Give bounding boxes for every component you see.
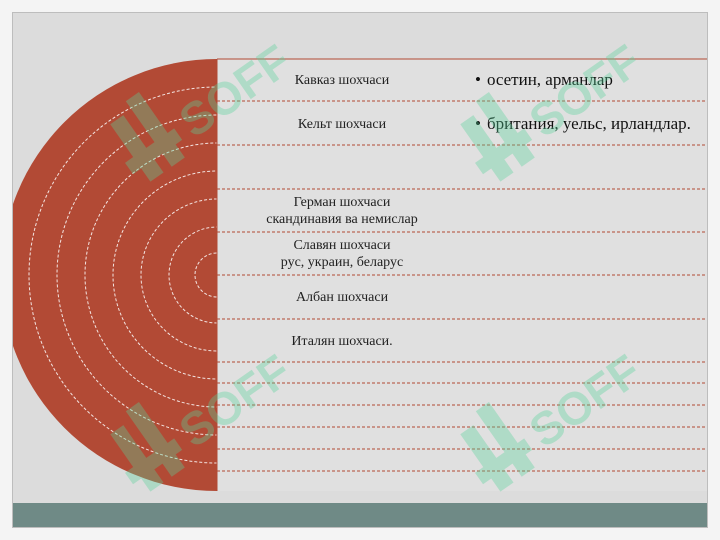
row-label-germanic: Герман шохчаси скандинавия ва немислар xyxy=(217,194,467,228)
row-label-caucasus: Кавказ шохчаси xyxy=(217,72,467,89)
slide: Кавказ шохчаси Кельт шохчаси Герман шохч… xyxy=(12,12,708,528)
bullet-text: осетин, арманлар xyxy=(486,70,613,89)
semicircle-graphic xyxy=(13,58,707,491)
row-sublabel-text: рус, украин, беларус xyxy=(280,255,404,270)
row-sublabel-text: скандинавия ва немислар xyxy=(266,212,418,227)
row-label-text: Италян шохчаси. xyxy=(291,334,393,349)
row-label-slavic: Славян шохчаси рус, украин, беларус xyxy=(217,237,467,271)
bullet-item: • британия, уельс, ирландлар. xyxy=(475,114,691,134)
row-separators xyxy=(217,100,707,472)
bullet-dot-icon: • xyxy=(475,114,481,133)
concentric-rings xyxy=(28,86,217,464)
row-label-albanian: Албан шохчаси xyxy=(217,289,467,306)
bullet-dot-icon: • xyxy=(475,70,481,89)
row-label-italic: Италян шохчаси. xyxy=(217,333,467,350)
row-label-text: Албан шохчаси xyxy=(295,290,389,305)
footer-band xyxy=(13,503,707,527)
row-label-text: Кавказ шохчаси xyxy=(294,73,390,88)
row-label-text: Герман шохчаси xyxy=(293,195,391,210)
bullet-item: • осетин, арманлар xyxy=(475,70,613,90)
bullet-text: британия, уельс, ирландлар. xyxy=(486,114,691,133)
row-label-text: Славян шохчаси xyxy=(293,238,391,253)
semicircle-fill xyxy=(13,59,217,491)
row-label-celtic: Кельт шохчаси xyxy=(217,116,467,133)
row-label-text: Кельт шохчаси xyxy=(297,117,387,132)
